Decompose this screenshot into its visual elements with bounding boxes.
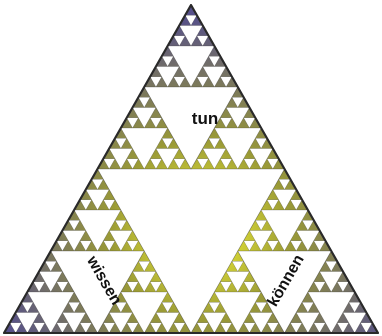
fractal-holes: [10, 15, 372, 333]
label-tun: tun: [192, 109, 218, 128]
